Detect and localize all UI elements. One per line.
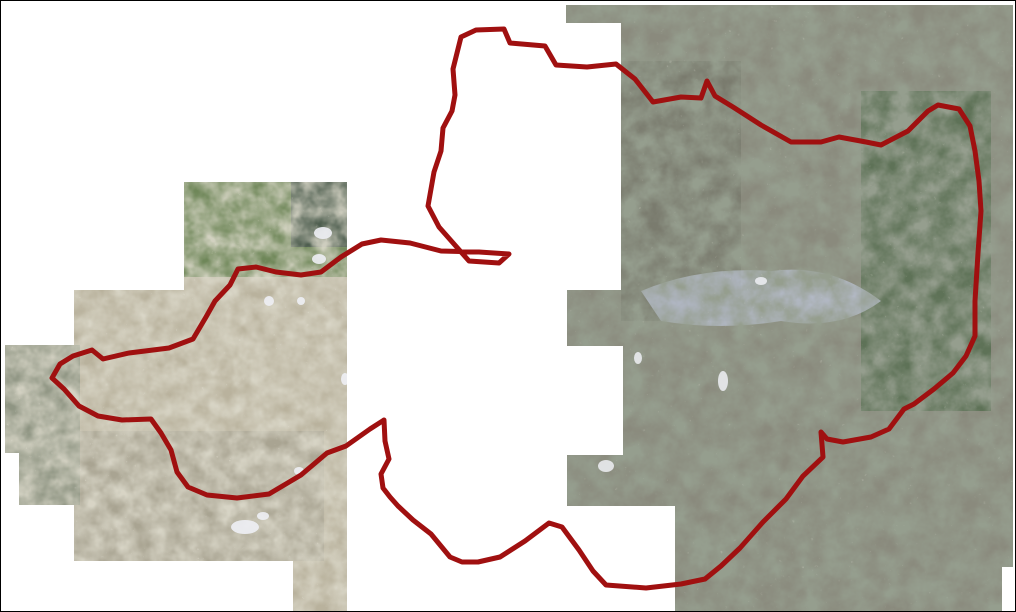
- bright-spot: [755, 277, 767, 285]
- bright-spot: [634, 352, 642, 364]
- bright-spot: [341, 373, 347, 385]
- bright-spot: [297, 297, 305, 305]
- bright-spot: [231, 520, 259, 534]
- right-bright-spots: [598, 277, 767, 472]
- bright-spot: [264, 296, 274, 306]
- bright-spot: [314, 227, 332, 239]
- bright-spot: [312, 254, 326, 264]
- left-bright-spots: [231, 227, 347, 534]
- bright-spot: [718, 371, 728, 391]
- bright-spot: [257, 512, 269, 520]
- bright-spot: [598, 460, 614, 472]
- study-area-boundary: [49, 26, 984, 591]
